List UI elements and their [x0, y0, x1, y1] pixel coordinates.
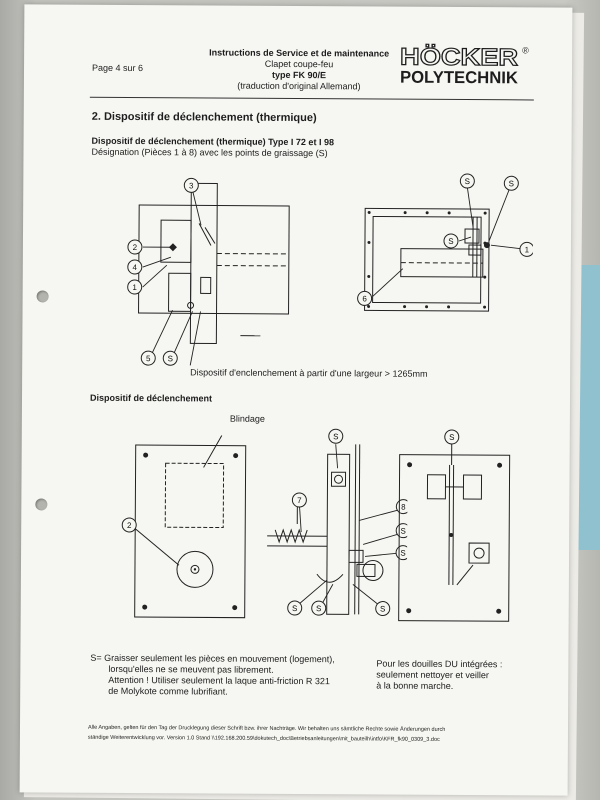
callout-5: 5: [146, 354, 151, 363]
callout-1-front: 1: [525, 245, 530, 254]
note-line-4: de Molykote comme lubrifiant.: [108, 685, 228, 697]
callout-4: 4: [133, 263, 138, 272]
callout-s-front-3: S: [448, 237, 453, 246]
callout-2-plate: 2: [127, 521, 132, 530]
header-title-1: Instructions de Service et de maintenanc…: [209, 47, 390, 59]
header-title-4: (traduction d'original Allemand): [237, 80, 361, 92]
sub-heading-type: Dispositif de déclenchement (thermique) …: [91, 135, 335, 148]
footer-line-2: ständige Weiterentwicklung vor. Version …: [87, 734, 440, 743]
logo-top-line: HÖCKER: [400, 44, 518, 72]
sub-heading-trigger: Dispositif de déclenchement: [89, 392, 213, 404]
figure1-caption: Dispositif d'enclenchement à partir d'un…: [190, 367, 428, 379]
document-page: Page 4 sur 6 Instructions de Service et …: [19, 4, 573, 796]
callout-s-mech-2: S: [401, 527, 406, 536]
hocker-polytechnik-logo: HÖCKER ® POLYTECHNIK: [399, 43, 529, 88]
callout-s-mech-3: S: [400, 549, 405, 558]
callout-8: 8: [401, 503, 406, 512]
callout-s-front-1: S: [465, 177, 470, 186]
blindage-label: Blindage: [229, 413, 265, 424]
punch-hole-bottom: [35, 498, 48, 511]
diamond-marker: [168, 243, 177, 252]
callout-s-trigger: S: [449, 433, 454, 442]
figure-trigger-plate: S: [398, 429, 511, 622]
page-number: Page 4 sur 6: [91, 62, 144, 74]
callout-s-mech-1: S: [333, 432, 338, 441]
callout-1: 1: [132, 283, 137, 292]
figure-plate-blindage: 2: [121, 435, 247, 619]
callout-s-mech-4: S: [292, 604, 297, 613]
callout-7: 7: [297, 496, 302, 505]
callout-6: 6: [362, 294, 367, 303]
footer-legal: Alle Angaben, gelten für den Tag der Dru…: [88, 723, 528, 746]
figure-spring-mechanism: S 7 8 S S S S S: [267, 428, 408, 617]
callout-s: S: [168, 354, 173, 363]
callout-s-front-2: S: [509, 179, 514, 188]
lubrication-note: S= Graisser seulement les pièces en mouv…: [90, 653, 334, 698]
bushing-note: Pour les douilles DU intégrées : seuleme…: [376, 658, 502, 692]
callout-s-mech-6: S: [380, 605, 385, 614]
callout-3: 3: [189, 181, 194, 190]
logo-mark: ®: [522, 45, 529, 55]
document-header: Instructions de Service et de maintenanc…: [174, 47, 424, 93]
bushing-line-2: seulement nettoyer et veiller: [376, 669, 489, 681]
punch-hole-top: [36, 290, 49, 303]
bushing-line-3: à la bonne marche.: [376, 680, 454, 691]
figure-side-view: 3 2 4 1 5 S: [127, 177, 290, 366]
bushing-line-1: Pour les douilles DU intégrées :: [376, 658, 503, 670]
section-heading: 2. Dispositif de déclenchement (thermiqu…: [91, 110, 317, 125]
header-rule: [89, 96, 534, 101]
callout-s-mech-5: S: [316, 604, 321, 613]
logo-bottom-line: POLYTECHNIK: [400, 68, 519, 88]
designation-text: Désignation (Pièces 1 à 8) avec les poin…: [91, 146, 328, 159]
callout-2: 2: [133, 243, 138, 252]
figure-front-view: S S S 1 6: [357, 173, 534, 312]
